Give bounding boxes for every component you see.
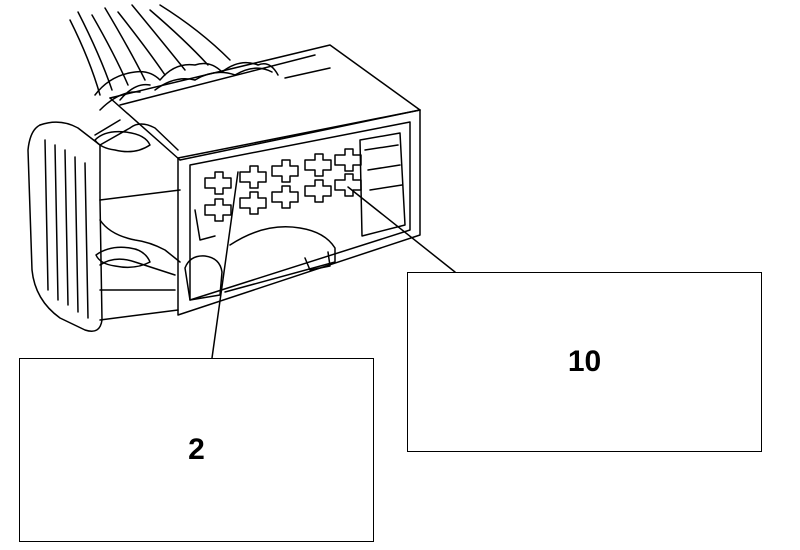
latch-flange [27,119,181,332]
callout-box-10: 10 [407,272,762,452]
leader-line-10 [347,186,456,273]
leader-line-2 [211,171,239,359]
leader-lines [211,171,456,359]
callout-label-2: 2 [188,433,205,466]
callout-label-10: 10 [567,345,602,378]
wire-bundle [69,4,279,111]
terminal-cavities [194,148,362,241]
callout-box-2: 2 [19,358,374,542]
connector-front-face [177,109,421,316]
